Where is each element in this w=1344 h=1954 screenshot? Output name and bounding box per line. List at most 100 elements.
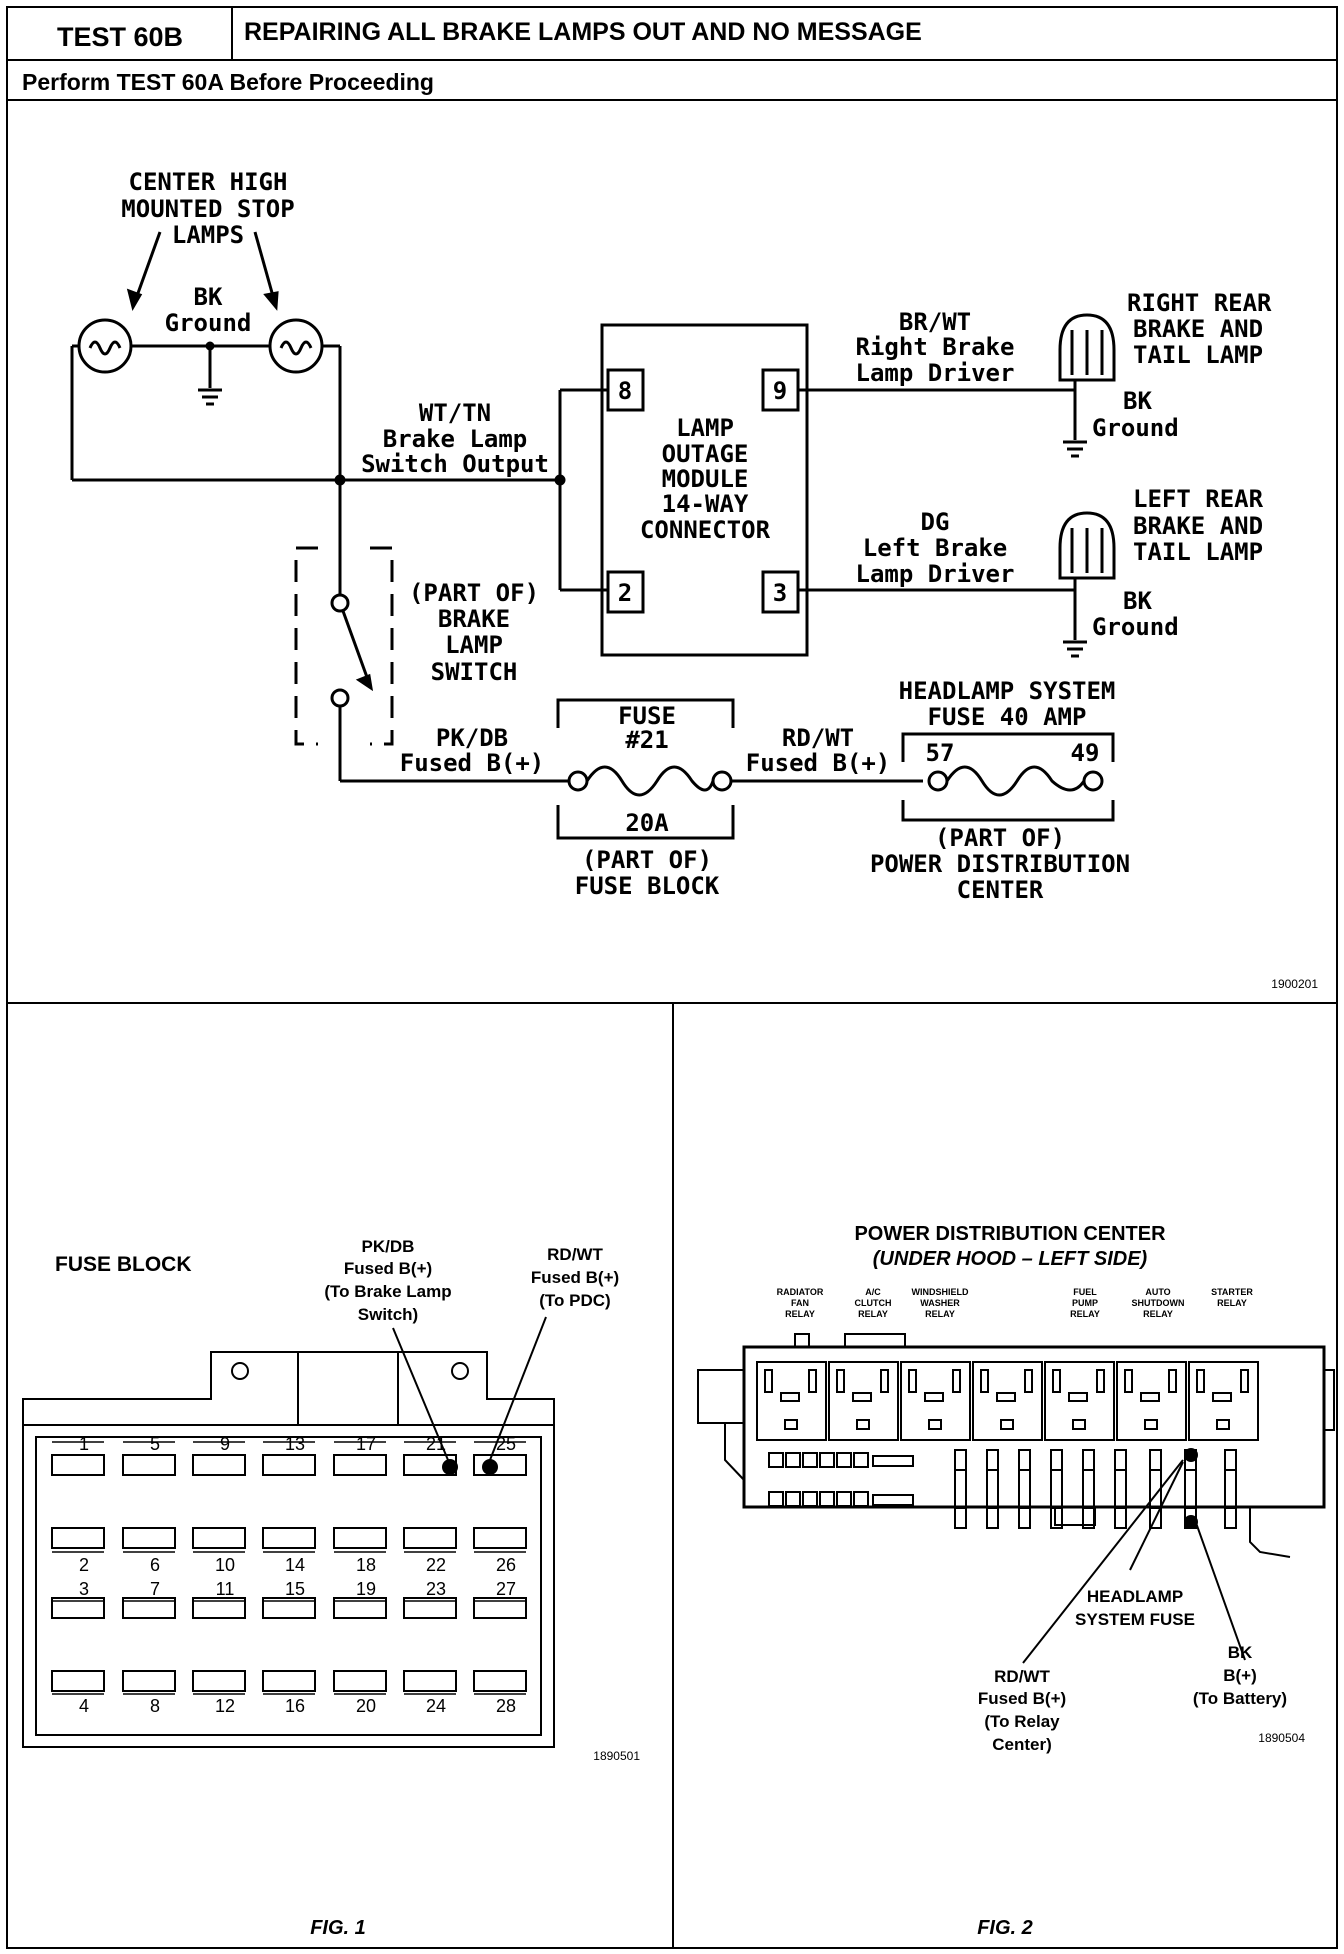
chmsl-ground-icon [198, 388, 222, 406]
rr-ground-label: Ground [1092, 414, 1179, 442]
chmsl-label-2: MOUNTED STOP [121, 195, 294, 223]
right-rear-lamp-icon [1058, 313, 1116, 382]
lr-lamp-label-1: LEFT REAR [1133, 485, 1264, 513]
left-rear-lamp-icon [1058, 511, 1116, 580]
fuse-slot [192, 1670, 246, 1692]
pin-8: 8 [618, 377, 632, 405]
mini-fuse [836, 1452, 852, 1468]
module-label-3: MODULE [662, 465, 749, 493]
relay-label: RELAY [785, 1309, 815, 1319]
br-wt-desc-2: Lamp Driver [856, 359, 1015, 387]
fuse21-label-2: #21 [625, 726, 668, 754]
lr-ground-wire: BK [1123, 587, 1152, 615]
relay-pin [1000, 1419, 1014, 1430]
fig2-bk-1: BK [1228, 1643, 1253, 1662]
relay-socket [972, 1361, 1043, 1441]
dg-wire: DG [921, 508, 950, 536]
relay-pin [980, 1369, 989, 1393]
fuse-21-icon [556, 698, 735, 840]
fuse-slot [192, 1454, 246, 1476]
fuse21-rating: 20A [625, 809, 669, 837]
pin-2: 2 [618, 579, 632, 607]
fuse-slot-number: 7 [150, 1579, 160, 1599]
fig2-bk-2: B(+) [1223, 1666, 1257, 1685]
mini-fuse [819, 1452, 835, 1468]
fuse-slot [122, 1527, 176, 1549]
fig1-pkdb-2: Fused B(+) [344, 1259, 432, 1278]
fuse-slot [403, 1527, 457, 1549]
fuse-slot [333, 1527, 387, 1549]
mini-fuse [785, 1452, 801, 1468]
relay-label: WINDSHIELD [912, 1287, 969, 1297]
fuse-slot-number: 18 [356, 1555, 376, 1575]
relay-pin [1144, 1419, 1158, 1430]
lr-ground-label: Ground [1092, 613, 1179, 641]
mini-fuse [802, 1452, 818, 1468]
fuse-slot-number: 13 [285, 1434, 305, 1454]
rd-wt-wire: RD/WT [782, 724, 854, 752]
fig2-rdwt-1: RD/WT [994, 1667, 1050, 1686]
switch-label-4: SWITCH [431, 658, 518, 686]
fig2-id: 1890504 [1258, 1731, 1305, 1745]
relay-label: CLUTCH [855, 1298, 892, 1308]
fuse-slot-number: 21 [426, 1434, 446, 1454]
pk-db-wire: PK/DB [436, 724, 508, 752]
fuse-slot [473, 1527, 527, 1549]
fuse-slot [473, 1597, 527, 1619]
switch-label-3: LAMP [445, 631, 503, 659]
chmsl-ground-label: Ground [165, 309, 252, 337]
relay-grid [756, 1361, 1259, 1441]
cartridge-fuse [986, 1449, 999, 1529]
fig2-bk-terminal [1184, 1515, 1198, 1529]
wt-tn-desc-1: Brake Lamp [383, 425, 528, 453]
fuse-slot [333, 1670, 387, 1692]
pdc-label-1: (PART OF) [935, 824, 1065, 852]
br-wt-desc-1: Right Brake [856, 333, 1015, 361]
relay-pin [780, 1392, 800, 1402]
lr-lamp-label-2: BRAKE AND [1133, 512, 1263, 540]
fuse-slot [122, 1454, 176, 1476]
mini-fuse [768, 1491, 784, 1507]
relay-pin [764, 1369, 773, 1393]
fig1-rdwt-1: RD/WT [547, 1245, 603, 1264]
relay-pin [1240, 1369, 1249, 1393]
lr-lamp-label-3: TAIL LAMP [1133, 538, 1263, 566]
fuse-slot-number: 9 [220, 1434, 230, 1454]
cartridge-fuse [1018, 1449, 1031, 1529]
chmsl-ground-wire: BK [194, 283, 223, 311]
fuse-slot [51, 1597, 105, 1619]
pdc-label-3: CENTER [957, 876, 1044, 904]
relay-pin [1052, 1369, 1061, 1393]
relay-label: RELAY [1070, 1309, 1100, 1319]
relay-label: RELAY [1217, 1298, 1247, 1308]
rr-lamp-label-2: BRAKE AND [1133, 315, 1263, 343]
fuse-slot-number: 12 [215, 1696, 235, 1716]
module-label-4: 14-WAY [662, 490, 749, 518]
mini-fuse [785, 1491, 801, 1507]
mini-fuse [768, 1452, 784, 1468]
relay-label: RELAY [1143, 1309, 1173, 1319]
fuse-slot-number: 28 [496, 1696, 516, 1716]
page-subtitle: Perform TEST 60A Before Proceeding [22, 69, 434, 95]
fig2-title: POWER DISTRIBUTION CENTER [854, 1223, 1166, 1245]
chmsl-label-3: LAMPS [172, 221, 244, 249]
cartridge-fuse [1149, 1449, 1162, 1529]
fuse-slot-number: 3 [79, 1579, 89, 1599]
pin-9: 9 [773, 377, 787, 405]
headlamp-fuse-label-2: FUSE 40 AMP [928, 703, 1087, 731]
relay-pin [808, 1369, 817, 1393]
fuse-slot [333, 1454, 387, 1476]
relay-pin [1168, 1369, 1177, 1393]
pk-db-desc: Fused B(+) [400, 749, 545, 777]
dg-desc-1: Left Brake [863, 534, 1008, 562]
maxi-fuse [872, 1455, 914, 1467]
fuse-slot [333, 1597, 387, 1619]
chmsl-lamp-right-icon [268, 318, 324, 374]
dg-desc-2: Lamp Driver [856, 560, 1015, 588]
fuse-slot-number: 24 [426, 1696, 446, 1716]
relay-pin [1212, 1392, 1232, 1402]
relay-pin [856, 1419, 870, 1430]
headlamp-fuse-label-1: HEADLAMP SYSTEM [899, 677, 1116, 705]
maxi-fuse [872, 1494, 914, 1506]
module-label-5: CONNECTOR [640, 516, 771, 544]
